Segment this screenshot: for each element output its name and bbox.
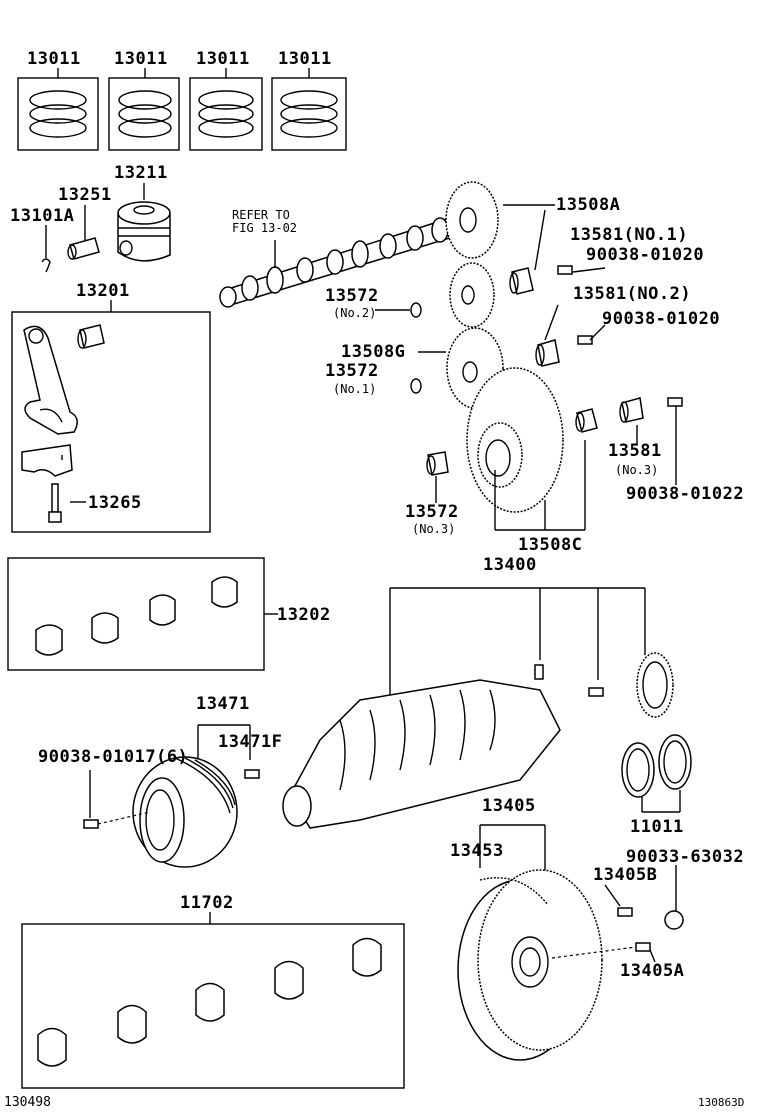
part-label-pulley: 13471 xyxy=(196,694,250,714)
oil-seals xyxy=(621,734,692,813)
figure-number-right: 130863D xyxy=(698,1096,745,1109)
part-label-bush-no2: 13581(NO.2) xyxy=(573,284,692,304)
part-label-washer-no3: 13572 xyxy=(405,502,459,522)
part-label-crankshaft: 13400 xyxy=(483,555,537,575)
rod-bearing-set xyxy=(7,557,278,671)
part-label-conrod-bolt: 13265 xyxy=(88,493,142,513)
part-label-ring-1: 13011 xyxy=(27,49,81,69)
part-label-pulley-key: 13471F xyxy=(218,732,283,752)
part-label-bolt-2: 90038-01020 xyxy=(602,309,721,329)
part-label-gear-c: 13508C xyxy=(518,535,583,555)
part-label-flywheel-pin: 13405A xyxy=(620,961,685,981)
refer-note-line-1: REFER TO xyxy=(232,208,290,222)
part-label-piston-pin: 13251 xyxy=(58,185,112,205)
part-sublabel-washer-no2: (No.2) xyxy=(333,306,377,320)
piston-ring-sets xyxy=(17,68,347,151)
part-label-flywheel-bolt: 13405B xyxy=(593,865,658,885)
part-label-gear-g: 13508G xyxy=(341,342,406,362)
connecting-rod-set xyxy=(11,300,211,533)
part-label-ring-2: 13011 xyxy=(114,49,168,69)
camshaft xyxy=(219,217,457,308)
piston-assembly xyxy=(41,183,171,273)
part-label-conrod-set: 13201 xyxy=(76,281,130,301)
part-label-washer-no1: 13572 xyxy=(325,361,379,381)
part-label-bolt-1: 90038-01020 xyxy=(586,245,705,265)
part-label-snap-ring: 13101A xyxy=(10,206,75,226)
part-label-ring-3: 13011 xyxy=(196,49,250,69)
part-label-ring-gear: 13453 xyxy=(450,841,504,861)
part-label-oil-seal: 11011 xyxy=(630,817,684,837)
part-label-ring-4: 13011 xyxy=(278,49,332,69)
part-label-piston: 13211 xyxy=(114,163,168,183)
part-label-main-bearing: 11702 xyxy=(180,893,234,913)
part-label-bush-no3: 13581 xyxy=(608,441,662,461)
crankshaft xyxy=(282,587,674,829)
figure-number-left: 130498 xyxy=(4,1095,51,1110)
part-label-plug: 90033-63032 xyxy=(626,847,745,867)
main-bearing-set xyxy=(21,912,405,1089)
flywheel xyxy=(457,824,684,1061)
timing-gears xyxy=(375,181,683,531)
part-label-flywheel: 13405 xyxy=(482,796,536,816)
part-label-washer-no2: 13572 xyxy=(325,286,379,306)
part-label-bush-no1: 13581(NO.1) xyxy=(570,225,689,245)
part-sublabel-bush-no3: (No.3) xyxy=(615,463,659,477)
part-sublabel-washer-no3: (No.3) xyxy=(412,522,456,536)
crank-pulley xyxy=(83,724,260,868)
part-label-bolt-3: 90038-01022 xyxy=(626,484,745,504)
refer-note-line-2: FIG 13-02 xyxy=(232,221,298,235)
part-label-rod-bearing: 13202 xyxy=(277,605,331,625)
part-sublabel-washer-no1: (No.1) xyxy=(333,382,377,396)
part-label-pulley-bolt: 90038-01017(6) xyxy=(38,747,189,767)
part-label-gear-a: 13508A xyxy=(556,195,621,215)
